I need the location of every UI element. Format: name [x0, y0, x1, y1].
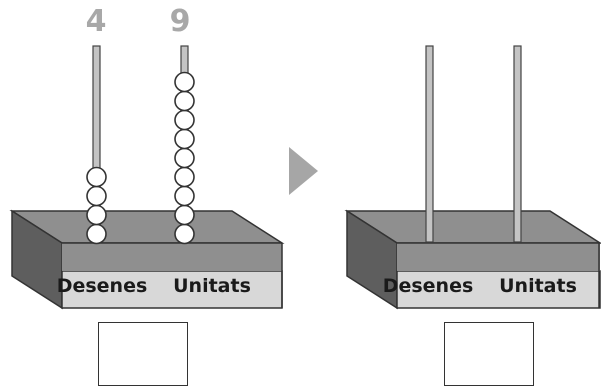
left-units-label: Unitats — [173, 275, 251, 297]
bead — [174, 71, 195, 93]
bead — [174, 109, 195, 131]
units-digit: 9 — [169, 4, 191, 39]
triangle-right-icon — [289, 147, 318, 195]
bead — [174, 90, 195, 112]
bead — [86, 166, 107, 188]
bead — [174, 223, 195, 245]
bead — [86, 204, 107, 226]
left-units-beads — [174, 71, 195, 245]
bead — [86, 223, 107, 245]
bead — [174, 204, 195, 226]
left-answer-box[interactable] — [98, 322, 188, 386]
left-abacus-base — [9, 209, 285, 310]
bead — [86, 185, 107, 207]
right-abacus-base — [344, 209, 601, 310]
left-tens-beads — [86, 166, 107, 245]
right-tens-label: Desenes — [382, 275, 474, 297]
bead — [174, 128, 195, 150]
bead — [174, 166, 195, 188]
bead — [174, 147, 195, 169]
tens-digit: 4 — [85, 4, 107, 39]
right-units-label: Unitats — [499, 275, 577, 297]
left-tens-label: Desenes — [56, 275, 148, 297]
bead — [174, 185, 195, 207]
right-units-rod — [513, 45, 522, 243]
right-answer-box[interactable] — [444, 322, 534, 386]
right-tens-rod — [425, 45, 434, 243]
